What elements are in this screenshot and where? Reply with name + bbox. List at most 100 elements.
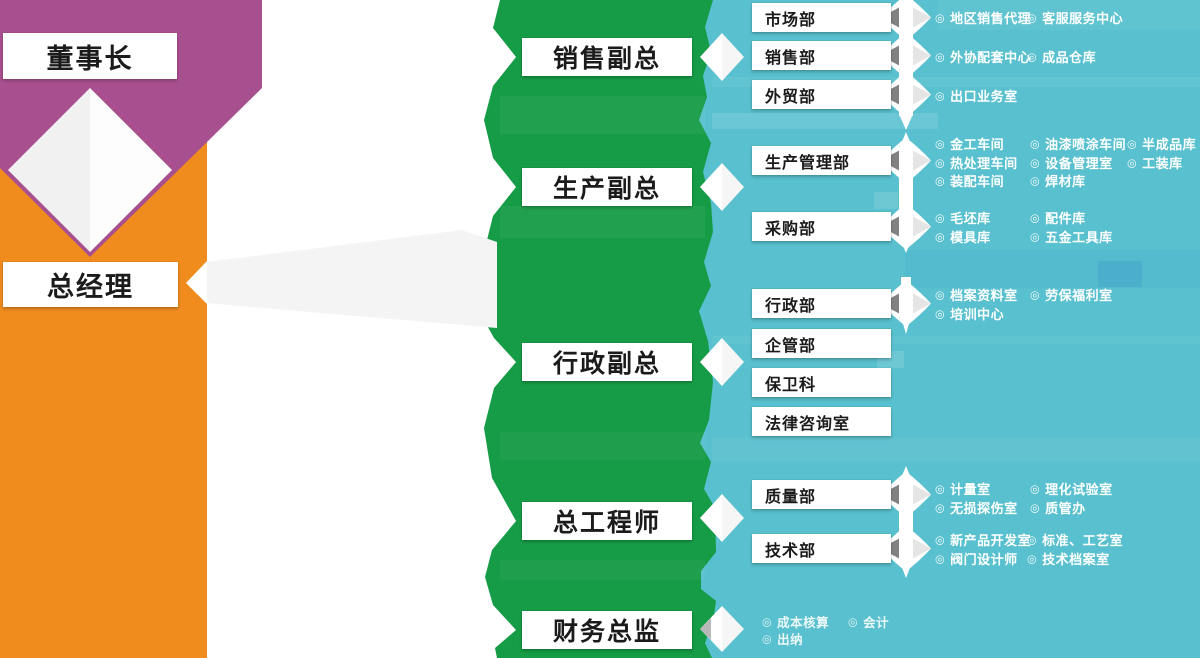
dept-box-tech: 技术部 (752, 534, 891, 563)
unit-item: ◎出纳 (762, 632, 829, 649)
unit-label: 热处理车间 (950, 155, 1018, 171)
unit-label: 新产品开发室 (950, 533, 1032, 548)
unit-label: 配件库 (1045, 211, 1086, 226)
vp-diamond (722, 338, 744, 386)
dept-label: 行政部 (765, 297, 817, 315)
exec-box-chief-engineer: 总工程师 (522, 502, 692, 540)
bullet-icon: ◎ (1027, 553, 1038, 565)
unit-label: 标准、工艺室 (1042, 533, 1124, 548)
bullet-icon: ◎ (935, 12, 946, 25)
bullet-icon: ◎ (935, 231, 946, 243)
bullet-icon: ◎ (935, 175, 946, 188)
unit-label: 模具库 (950, 229, 991, 245)
unit-item: ◎热处理车间 (935, 155, 1018, 174)
bullet-icon: ◎ (1027, 534, 1038, 547)
dept-label: 法律咨询室 (765, 415, 851, 433)
dept-box-market: 市场部 (752, 3, 891, 32)
unit-col-prodmgmt-3: ◎半成品库 ◎工装库 (1127, 136, 1196, 173)
unit-item: ◎金工车间 (935, 136, 1018, 155)
bullet-icon: ◎ (1027, 51, 1038, 64)
unit-col-admin-1: ◎档案资料室 ◎ 培训中心 (935, 287, 1018, 324)
bullet-icon: ◎ (1127, 138, 1138, 151)
dept-label: 采购部 (765, 220, 817, 238)
dept-box-security: 保卫科 (752, 368, 891, 397)
unit-item: ◎ 阀门设计师 (935, 551, 1031, 570)
unit-label: 理化试验室 (1045, 482, 1113, 497)
chairman-gm-diamond (8, 88, 90, 252)
dept-label: 保卫科 (765, 376, 817, 394)
unit-item: ◎ 焊材库 (1030, 173, 1126, 192)
unit-label: 培训中心 (950, 306, 1005, 322)
dept-label: 质量部 (765, 488, 817, 506)
green-texture (500, 432, 705, 460)
exec-label: 生产副总 (552, 175, 661, 203)
unit-col-tech-1: ◎新产品开发室 ◎ 阀门设计师 (935, 532, 1031, 569)
unit-item: ◎档案资料室 (935, 287, 1018, 306)
gm-connector-arrow-tip (186, 261, 207, 304)
unit-item: ◎理化试验室 (1030, 481, 1113, 500)
unit-col-finance-1: ◎ 成本核算 ◎出纳 (762, 615, 829, 649)
unit-item: ◎新产品开发室 (935, 532, 1031, 551)
unit-item: ◎油漆喷涂车间 (1030, 136, 1126, 155)
unit-col-prodmgmt-2: ◎油漆喷涂车间 ◎设备管理室 ◎焊材库 (1030, 136, 1126, 192)
unit-item: ◎成品仓库 (1027, 49, 1096, 68)
chairman-label: 董事长 (46, 43, 134, 74)
unit-item: ◎ 外协配套中心 (935, 49, 1031, 68)
unit-item: ◎ 模具库 (935, 229, 991, 248)
bullet-icon: ◎ (1030, 212, 1041, 225)
unit-label: 阀门设计师 (950, 551, 1018, 567)
teal-texture (938, 0, 1200, 30)
unit-label: 五金工具库 (1045, 229, 1113, 245)
gm-label: 总经理 (47, 272, 134, 302)
unit-item: ◎ 成本核算 (762, 615, 829, 632)
unit-item: ◎ 装配车间 (935, 173, 1018, 192)
unit-col-trade-1: ◎出口业务室 (935, 88, 1018, 107)
unit-label: 地区销售代理 (950, 11, 1032, 26)
unit-label: 成本核算 (777, 616, 830, 630)
bullet-icon: ◎ (762, 616, 773, 629)
unit-label: 出纳 (777, 633, 804, 647)
dept-label: 市场部 (765, 11, 817, 29)
dept-box-trade: 外贸部 (752, 80, 891, 109)
vp-diamond (700, 338, 722, 386)
bullet-icon: ◎ (935, 212, 946, 225)
bullet-icon: ◎ (1030, 175, 1041, 188)
exec-box-admin: 行政副总 (522, 343, 692, 381)
unit-col-quality-2: ◎理化试验室 ◎质管办 (1030, 481, 1113, 518)
vp-connector-diamonds (700, 33, 744, 652)
unit-item: ◎计量室 (935, 481, 1018, 500)
teal-texture (874, 192, 898, 209)
exec-box-sales: 销售副总 (522, 38, 692, 76)
unit-label: 劳保福利室 (1045, 288, 1113, 303)
bullet-icon: ◎ (1030, 157, 1041, 169)
vp-diamond-facet (700, 618, 711, 640)
unit-label: 外协配套中心 (950, 50, 1032, 65)
bullet-icon: ◎ (935, 289, 946, 302)
unit-label: 半成品库 (1142, 137, 1197, 152)
unit-label: 计量室 (950, 482, 991, 497)
bullet-icon: ◎ (935, 553, 946, 565)
unit-label: 无损探伤室 (950, 500, 1018, 516)
exec-box-finance: 财务总监 (522, 611, 692, 649)
dept-label: 企管部 (765, 337, 817, 355)
vp-diamond (722, 163, 744, 211)
unit-label: 金工车间 (950, 137, 1005, 152)
dept-label: 技术部 (765, 542, 817, 560)
teal-texture (712, 113, 938, 129)
unit-label: 焊材库 (1045, 174, 1086, 189)
unit-item: ◎ 地区销售代理 (935, 10, 1031, 29)
unit-col-finance-2: ◎会计 (848, 615, 889, 632)
unit-label: 技术档案室 (1042, 551, 1110, 567)
teal-texture (712, 336, 1200, 344)
bullet-icon: ◎ (1030, 289, 1041, 302)
unit-item: ◎五金工具库 (1030, 229, 1113, 248)
unit-item: ◎ 半成品库 (1127, 136, 1196, 155)
dept-box-admin: 行政部 (752, 289, 891, 318)
unit-col-purchase-2: ◎ 配件库 ◎五金工具库 (1030, 210, 1113, 247)
bullet-icon: ◎ (935, 51, 946, 64)
chairman-gm-diamond (90, 88, 172, 252)
vp-diamond (700, 494, 722, 542)
unit-label: 装配车间 (950, 174, 1005, 189)
vp-diamond (700, 606, 722, 652)
